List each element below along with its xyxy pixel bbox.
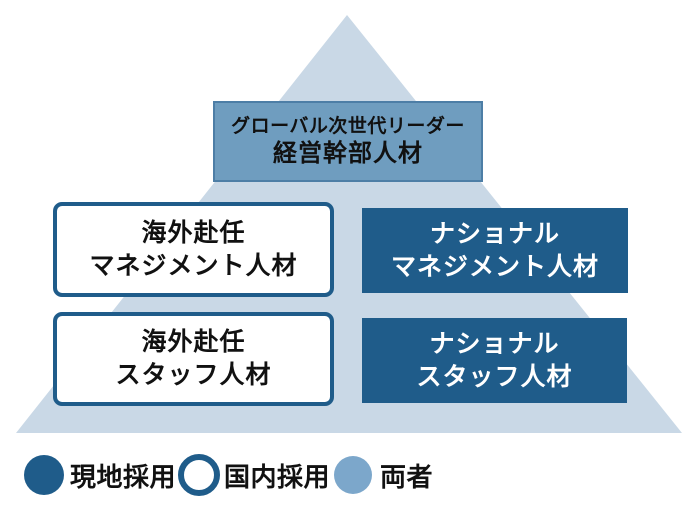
box-overseas-management: 海外赴任 マネジメント人材 xyxy=(53,202,334,297)
filled-dark-circle-icon xyxy=(24,455,64,495)
legend-item-domestic-hire: 国内採用 xyxy=(176,454,330,496)
box-overseas-staff: 海外赴任 スタッフ人材 xyxy=(53,312,334,406)
legend-label: 国内採用 xyxy=(224,461,331,492)
box-line: ナショナル xyxy=(429,219,560,248)
top-box-line1: グローバル次世代リーダー xyxy=(231,116,465,137)
filled-light-circle-icon xyxy=(334,456,373,494)
box-line: 海外赴任 xyxy=(141,328,246,356)
box-line: スタッフ人材 xyxy=(416,362,573,391)
legend-label: 両者 xyxy=(380,461,434,492)
box-line: 海外赴任 xyxy=(141,218,246,247)
box-national-staff: ナショナル スタッフ人材 xyxy=(362,318,627,403)
box-line: マネジメント人材 xyxy=(390,252,599,281)
legend: 現地採用 国内採用 両者 xyxy=(24,452,433,498)
outline-circle-icon xyxy=(178,454,221,496)
box-global-next-leader: グローバル次世代リーダー 経営幹部人材 xyxy=(213,101,483,182)
box-line: スタッフ人材 xyxy=(115,361,272,389)
legend-item-local-hire: 現地採用 xyxy=(24,455,176,495)
box-line: ナショナル xyxy=(429,329,560,358)
legend-item-both: 両者 xyxy=(330,456,433,494)
box-line: マネジメント人材 xyxy=(89,251,298,280)
legend-label: 現地採用 xyxy=(70,461,177,492)
box-national-management: ナショナル マネジメント人材 xyxy=(362,208,628,293)
top-box-line2: 経営幹部人材 xyxy=(273,140,423,167)
